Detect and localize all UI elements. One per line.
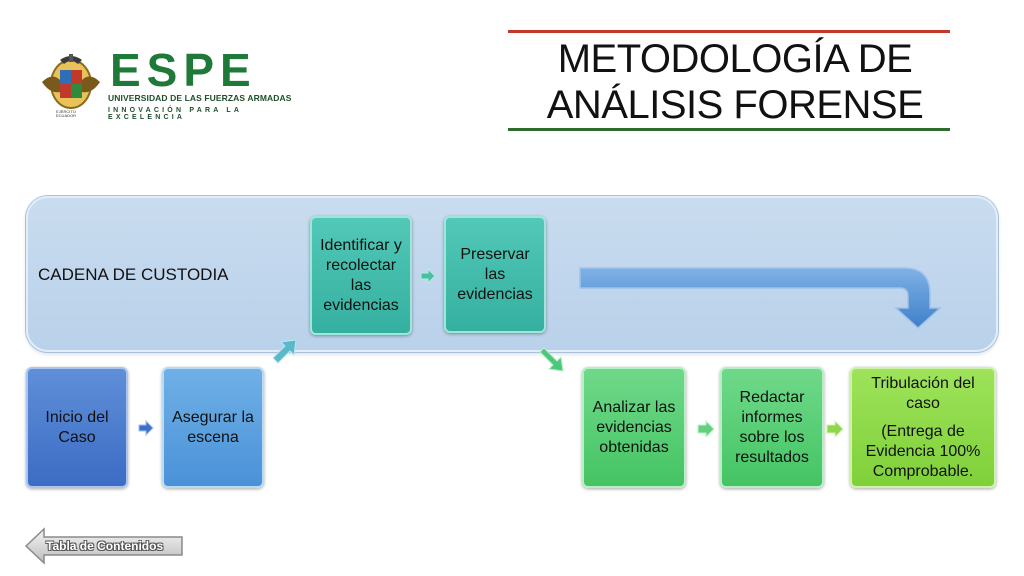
table-of-contents-label[interactable]: Tabla de Contenidos [46,539,164,553]
arrow-right-icon [138,420,154,436]
brand-tagline: INNOVACIÓN PARA LA EXCELENCIA [108,107,242,121]
back-arrow-icon [24,527,183,565]
step-tribulacion-title: Tribulación del caso [871,374,975,412]
brand-text: ESPE [110,48,257,88]
step-asegurar-la-escena: Asegurar la escena [162,367,264,488]
step-inicio-del-caso: Inicio del Caso [26,367,128,488]
bent-arrow-icon [579,267,942,330]
step-preservar: Preservar las evidencias [444,216,546,333]
step-analizar: Analizar las evidencias obtenidas [582,367,686,488]
brand-subtitle: UNIVERSIDAD DE LAS FUERZAS ARMADAS [108,93,292,103]
step-tribulacion-detail: (Entrega de Evidencia 100% Comprobable. [865,422,981,480]
table-of-contents-button[interactable] [24,527,184,565]
custody-band-label: CADENA DE CUSTODIA [38,265,229,284]
espe-seal-icon [42,54,100,109]
title-top-rule [508,30,950,33]
step-redactar-informes: Redactar informes sobre los resultados [720,367,824,488]
arrow-down-right-icon [540,347,564,372]
espe-wordmark: ESPE [110,48,257,88]
arrow-right-icon [826,420,844,438]
arrow-up-right-icon [272,339,297,364]
page-title: METODOLOGÍA DE ANÁLISIS FORENSE [546,37,924,127]
step-tribulacion: Tribulación del caso (Entrega de Evidenc… [850,367,996,488]
arrow-right-icon [697,420,715,438]
seal-caption: EJÉRCITO ECUADOR [56,109,77,118]
arrow-right-icon [420,268,436,284]
title-bottom-rule [508,128,950,131]
espe-logo: EJÉRCITO ECUADOR ESPE UNIVERSIDAD DE LAS… [38,48,298,123]
step-identificar-recolectar: Identificar y recolectar las evidencias [310,216,412,335]
